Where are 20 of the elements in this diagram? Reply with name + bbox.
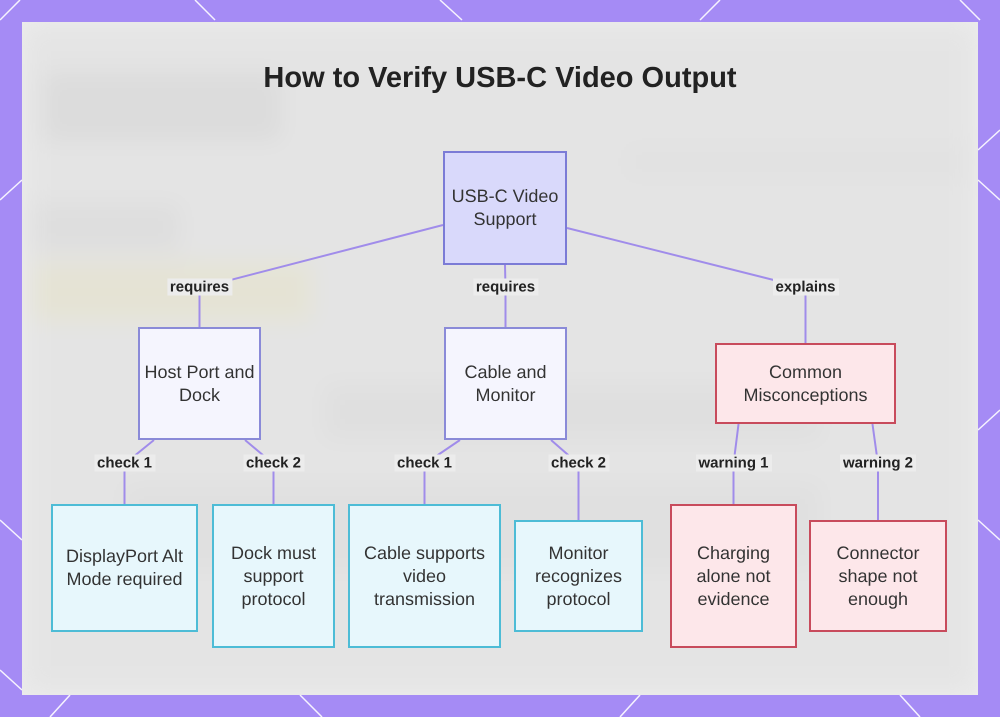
process-box: Cable and Monitor	[444, 327, 567, 440]
process-box: Common Misconceptions	[715, 343, 896, 424]
process-box: Connector shape not enough	[809, 520, 947, 632]
edge-label: warning 1	[696, 454, 772, 472]
process-box: Dock must support protocol	[212, 504, 335, 648]
edge-label: check 2	[548, 454, 610, 472]
process-box: Cable supports video transmission	[348, 504, 501, 648]
process-box: Charging alone not evidence	[670, 504, 797, 648]
edge-label: check 1	[394, 454, 456, 472]
diagram-title: How to Verify USB-C Video Output	[262, 62, 738, 95]
edge-label: requires	[472, 278, 538, 296]
process-box: DisplayPort Alt Mode required	[51, 504, 198, 632]
edge-label: check 1	[94, 454, 156, 472]
edge-label: check 2	[242, 454, 304, 472]
process-box: Monitor recognizes protocol	[514, 520, 643, 632]
edge-label: explains	[772, 278, 839, 296]
process-box: Host Port and Dock	[138, 327, 261, 440]
process-box: USB-C Video Support	[443, 151, 567, 265]
edge-label: requires	[166, 278, 232, 296]
edge-label: warning 2	[840, 454, 916, 472]
